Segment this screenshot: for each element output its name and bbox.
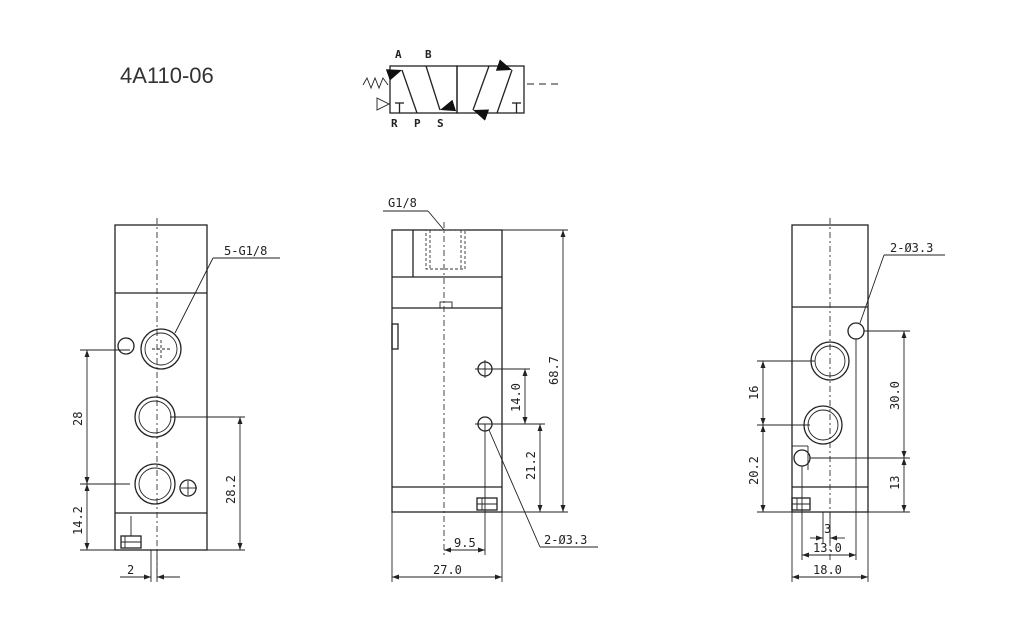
dim-2: 2 (127, 563, 134, 577)
side-view: G1/8 68.7 14.0 21.2 2-Ø3.3 9.5 27.0 (383, 196, 598, 582)
port-a-label: A (395, 48, 402, 61)
rear-view: 2-Ø3.3 16 20.2 30.0 13 3 13.0 18.0 (747, 218, 945, 582)
spring-icon (362, 76, 389, 90)
side-port-callout: G1/8 (388, 196, 417, 210)
port-circle (134, 463, 176, 505)
port-r-label: R (391, 117, 398, 130)
side-holes-callout: 2-Ø3.3 (544, 533, 587, 547)
mount-hole (117, 337, 135, 355)
dim-68-7: 68.7 (547, 356, 561, 385)
dim-9-5: 9.5 (454, 536, 476, 550)
dim-13-0: 13.0 (813, 541, 842, 555)
port-circle (140, 328, 182, 370)
model-title: 4A110-06 (120, 63, 214, 88)
dim-13: 13 (888, 476, 902, 490)
dim-28: 28 (71, 412, 85, 426)
dim-28-2: 28.2 (224, 475, 238, 504)
front-port-callout: 5-G1/8 (224, 244, 267, 258)
port-b-label: B (425, 48, 432, 61)
dim-21-2: 21.2 (524, 451, 538, 480)
dim-16: 16 (747, 386, 761, 400)
mount-hole (847, 322, 865, 340)
valve-symbol: A B R P S (362, 48, 563, 130)
dim-20-2: 20.2 (747, 456, 761, 485)
port-p-label: P (414, 117, 421, 130)
dim-27-0: 27.0 (433, 563, 462, 577)
dim-14-0: 14.0 (509, 383, 523, 412)
dim-18-0: 18.0 (813, 563, 842, 577)
port-s-label: S (437, 117, 444, 130)
front-view: 5-G1/8 28 14.2 28.2 2 (71, 218, 280, 582)
pilot-triangle-icon (376, 97, 391, 111)
dim-30-0: 30.0 (888, 381, 902, 410)
dim-14-2: 14.2 (71, 506, 85, 535)
port-circle (134, 396, 176, 438)
dim-3: 3 (824, 522, 831, 536)
rear-holes-callout: 2-Ø3.3 (890, 241, 933, 255)
